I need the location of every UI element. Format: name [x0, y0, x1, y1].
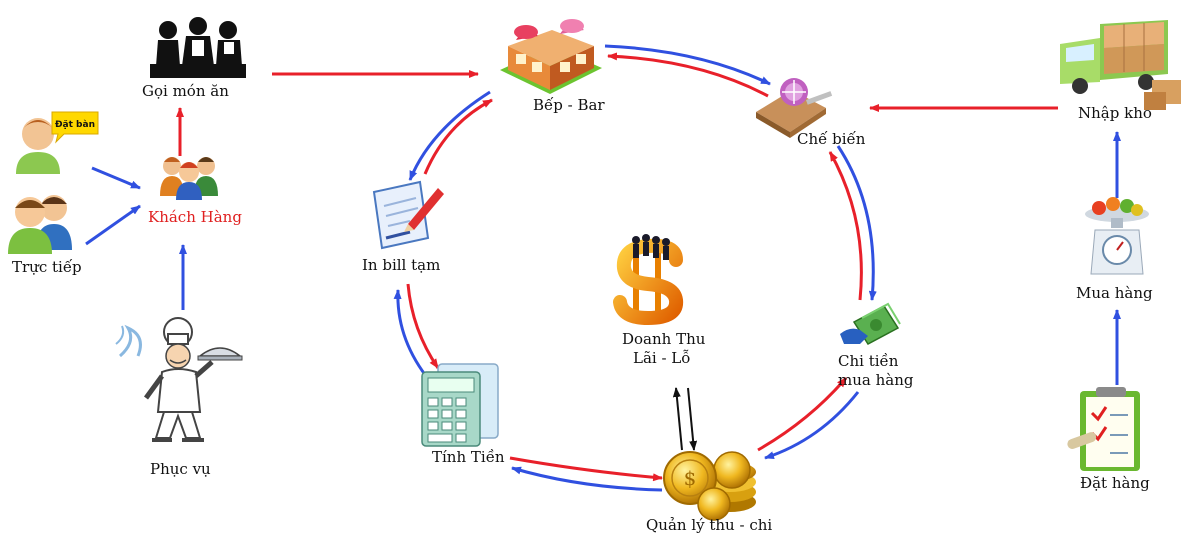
- arrow-processing-to-expense-blue: [836, 145, 877, 301]
- label-finance: Quản lý thu - chi: [646, 516, 773, 534]
- arrow-finance-to-expense-blue: [764, 391, 860, 460]
- customer-group-icon: [160, 157, 218, 200]
- arrow-booking-to-customer: [91, 166, 141, 190]
- arrow-payment-to-finance-red: [509, 456, 663, 482]
- label-place-order: Đặt hàng: [1080, 474, 1150, 492]
- label-processing: Chế biến: [797, 130, 866, 148]
- waiters-silhouette-icon: [150, 17, 246, 78]
- arrow-finance-to-payment-blue: [511, 466, 663, 492]
- money-hand-icon: [840, 302, 901, 345]
- arrow-payment-to-bill-blue: [393, 289, 428, 377]
- chef-waiter-icon: [115, 317, 243, 442]
- arrow-bill-to-payment-red: [406, 283, 440, 369]
- label-expense-line1: Chi tiền: [838, 352, 899, 370]
- shop-building-icon: [500, 19, 602, 94]
- label-warehouse: Nhập kho: [1078, 104, 1152, 122]
- arrow-processing-to-kitchen-red: [607, 52, 769, 98]
- label-order-food: Gọi món ăn: [142, 82, 229, 100]
- label-service: Phục vụ: [150, 460, 211, 478]
- label-revenue-line2: Lãi - Lỗ: [633, 349, 691, 367]
- dollar-sign-icon: [613, 234, 684, 326]
- document-pen-icon: [372, 180, 444, 250]
- cutting-board-icon: [756, 78, 833, 138]
- person-speech-icon: Đặt bàn: [16, 111, 99, 174]
- label-payment: Tính Tiền: [432, 448, 505, 466]
- scale-icon: [1085, 197, 1149, 275]
- label-temp-bill: In bill tạm: [362, 256, 441, 274]
- arrows: [85, 44, 1121, 492]
- arrow-direct-to-customer: [85, 204, 141, 246]
- arrow-kitchen-to-bill-blue: [408, 90, 491, 181]
- arrow-expense-to-processing-red: [828, 151, 863, 301]
- svg-text:$: $: [684, 466, 697, 490]
- gold-coins-icon: $: [663, 451, 756, 521]
- calculator-icon: [421, 363, 499, 447]
- delivery-truck-icon: [1060, 20, 1181, 110]
- arrow-revenue-to-finance: [687, 387, 698, 451]
- arrow-bill-to-kitchen-red: [423, 98, 493, 175]
- label-revenue-line1: Doanh Thu: [622, 330, 706, 348]
- people-pair-icon: [8, 195, 72, 254]
- arrow-expense-to-finance-red: [757, 377, 848, 452]
- arrow-kitchen-to-processing-blue: [604, 44, 771, 86]
- arrow-finance-to-revenue: [672, 387, 683, 451]
- checklist-icon: [1067, 387, 1140, 471]
- label-kitchen-bar: Bếp - Bar: [533, 96, 605, 114]
- label-expense-line2: mua hàng: [838, 371, 914, 389]
- label-direct: Trực tiếp: [12, 258, 82, 276]
- label-purchase: Mua hàng: [1076, 284, 1153, 302]
- booking-bubble-text: Đặt bàn: [55, 120, 95, 130]
- label-customer: Khách Hàng: [148, 208, 242, 226]
